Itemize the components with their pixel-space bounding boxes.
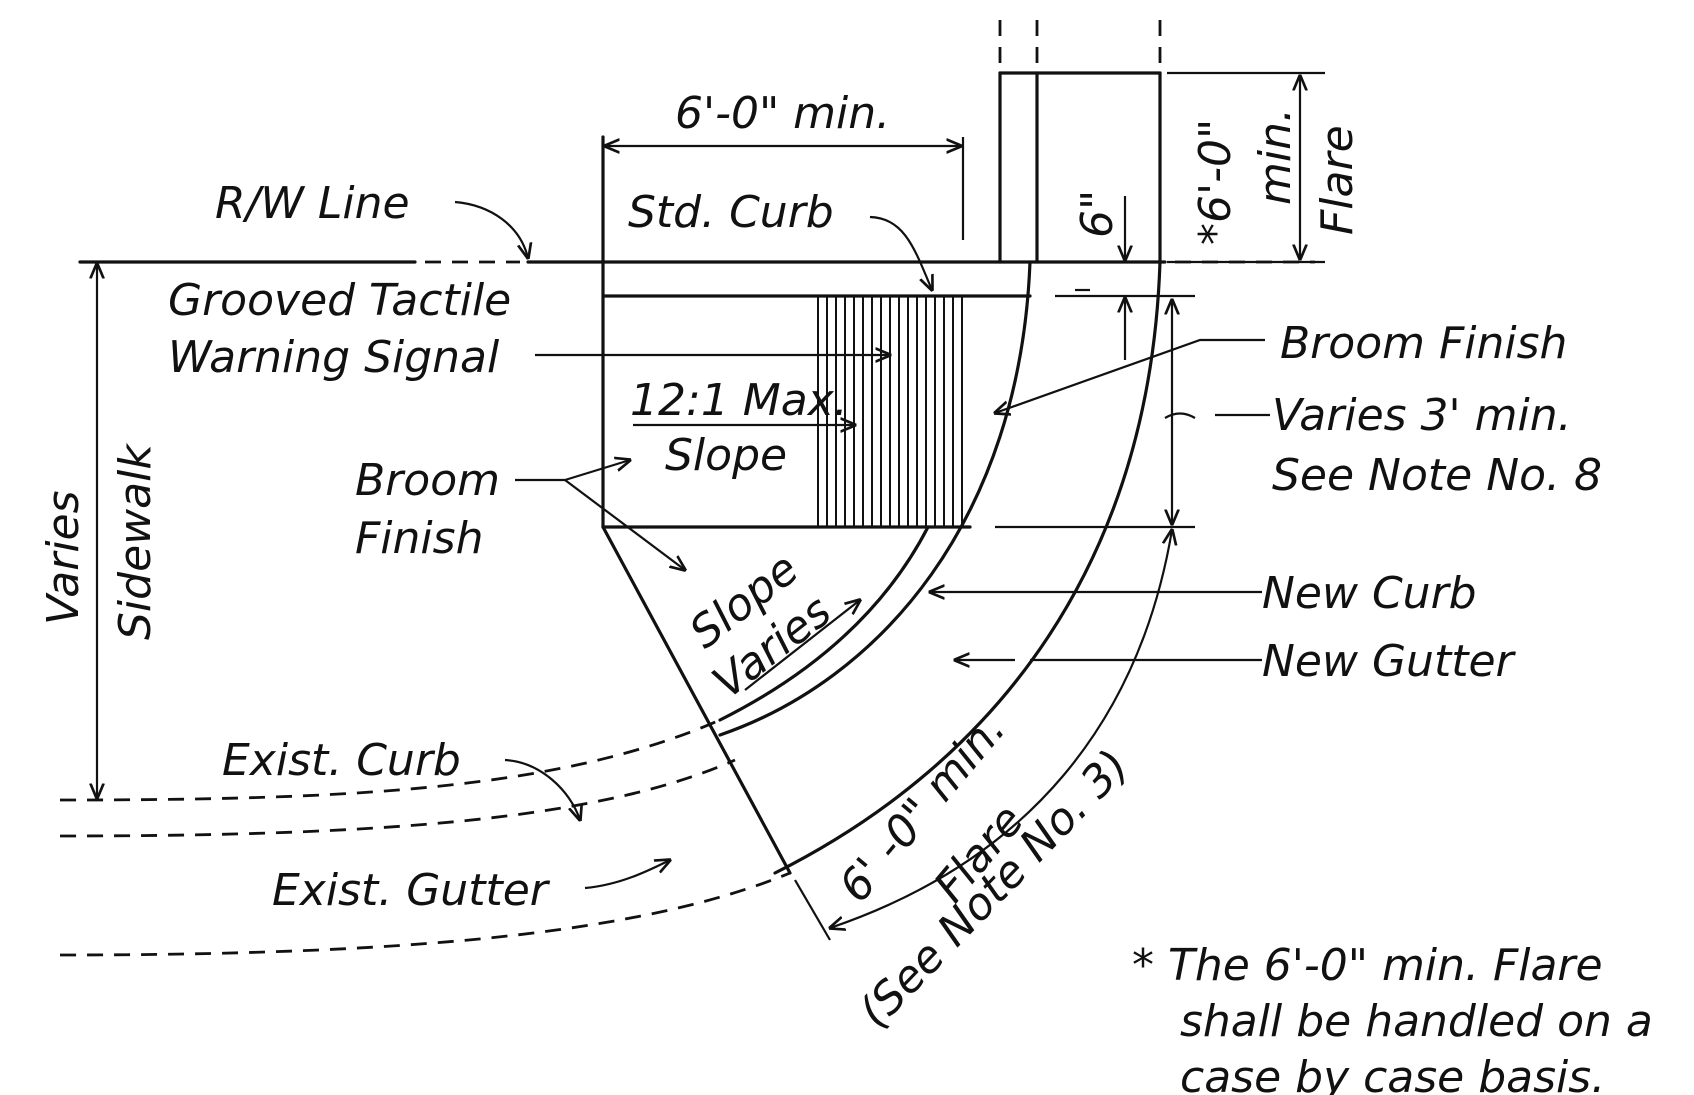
broom-finish-left-label-2: Finish — [355, 513, 483, 564]
std-curb-label: Std. Curb — [628, 187, 834, 238]
footnote-line-2: shall be handled on a — [1180, 996, 1653, 1047]
sidewalk-label: Sidewalk — [110, 443, 161, 640]
leader-lines — [454, 200, 1270, 890]
exist-curb-label: Exist. Curb — [222, 735, 461, 786]
flare-right-dim-label: *6'-0" — [1190, 119, 1241, 245]
six-inch-label: 6" — [1072, 190, 1123, 238]
varies-label: Varies — [38, 490, 89, 625]
grooved-tactile-label-2: Warning Signal — [168, 332, 500, 383]
top-dimension-label: 6'-0" min. — [675, 88, 890, 139]
new-curb-label: New Curb — [1262, 568, 1477, 619]
grooved-tactile-label-1: Grooved Tactile — [168, 275, 511, 326]
new-gutter-label: New Gutter — [1262, 636, 1517, 687]
flare-right-word-label: Flare — [1312, 125, 1363, 235]
std-curb-stub — [998, 20, 1162, 264]
rw-line-label: R/W Line — [215, 178, 410, 229]
exist-gutter-label: Exist. Gutter — [272, 865, 551, 916]
extension-lines — [601, 71, 1325, 529]
broom-finish-right-label: Broom Finish — [1280, 318, 1567, 369]
broom-finish-left-label-1: Broom — [355, 455, 500, 506]
arc-note-label: (See Note No. 3) — [849, 740, 1139, 1038]
footnote-line-3: case by case basis. — [1180, 1052, 1605, 1095]
varies-3min-label: Varies 3' min. — [1272, 390, 1572, 441]
tactile-hatch — [817, 296, 963, 527]
labels: R/W Line Std. Curb 6'-0" min. Grooved Ta… — [38, 88, 1653, 1095]
footnote-line-1: * The 6'-0" min. Flare — [1132, 940, 1603, 991]
existing-curb-gutter — [59, 718, 791, 957]
see-note8-label: See Note No. 8 — [1272, 450, 1602, 501]
flare-right-min-label: min. — [1250, 108, 1301, 205]
slope-max-label-2: Slope — [665, 430, 787, 481]
flare-side — [601, 525, 792, 875]
slope-max-label-1: 12:1 Max. — [630, 375, 848, 426]
dimension-lines — [97, 76, 1300, 941]
